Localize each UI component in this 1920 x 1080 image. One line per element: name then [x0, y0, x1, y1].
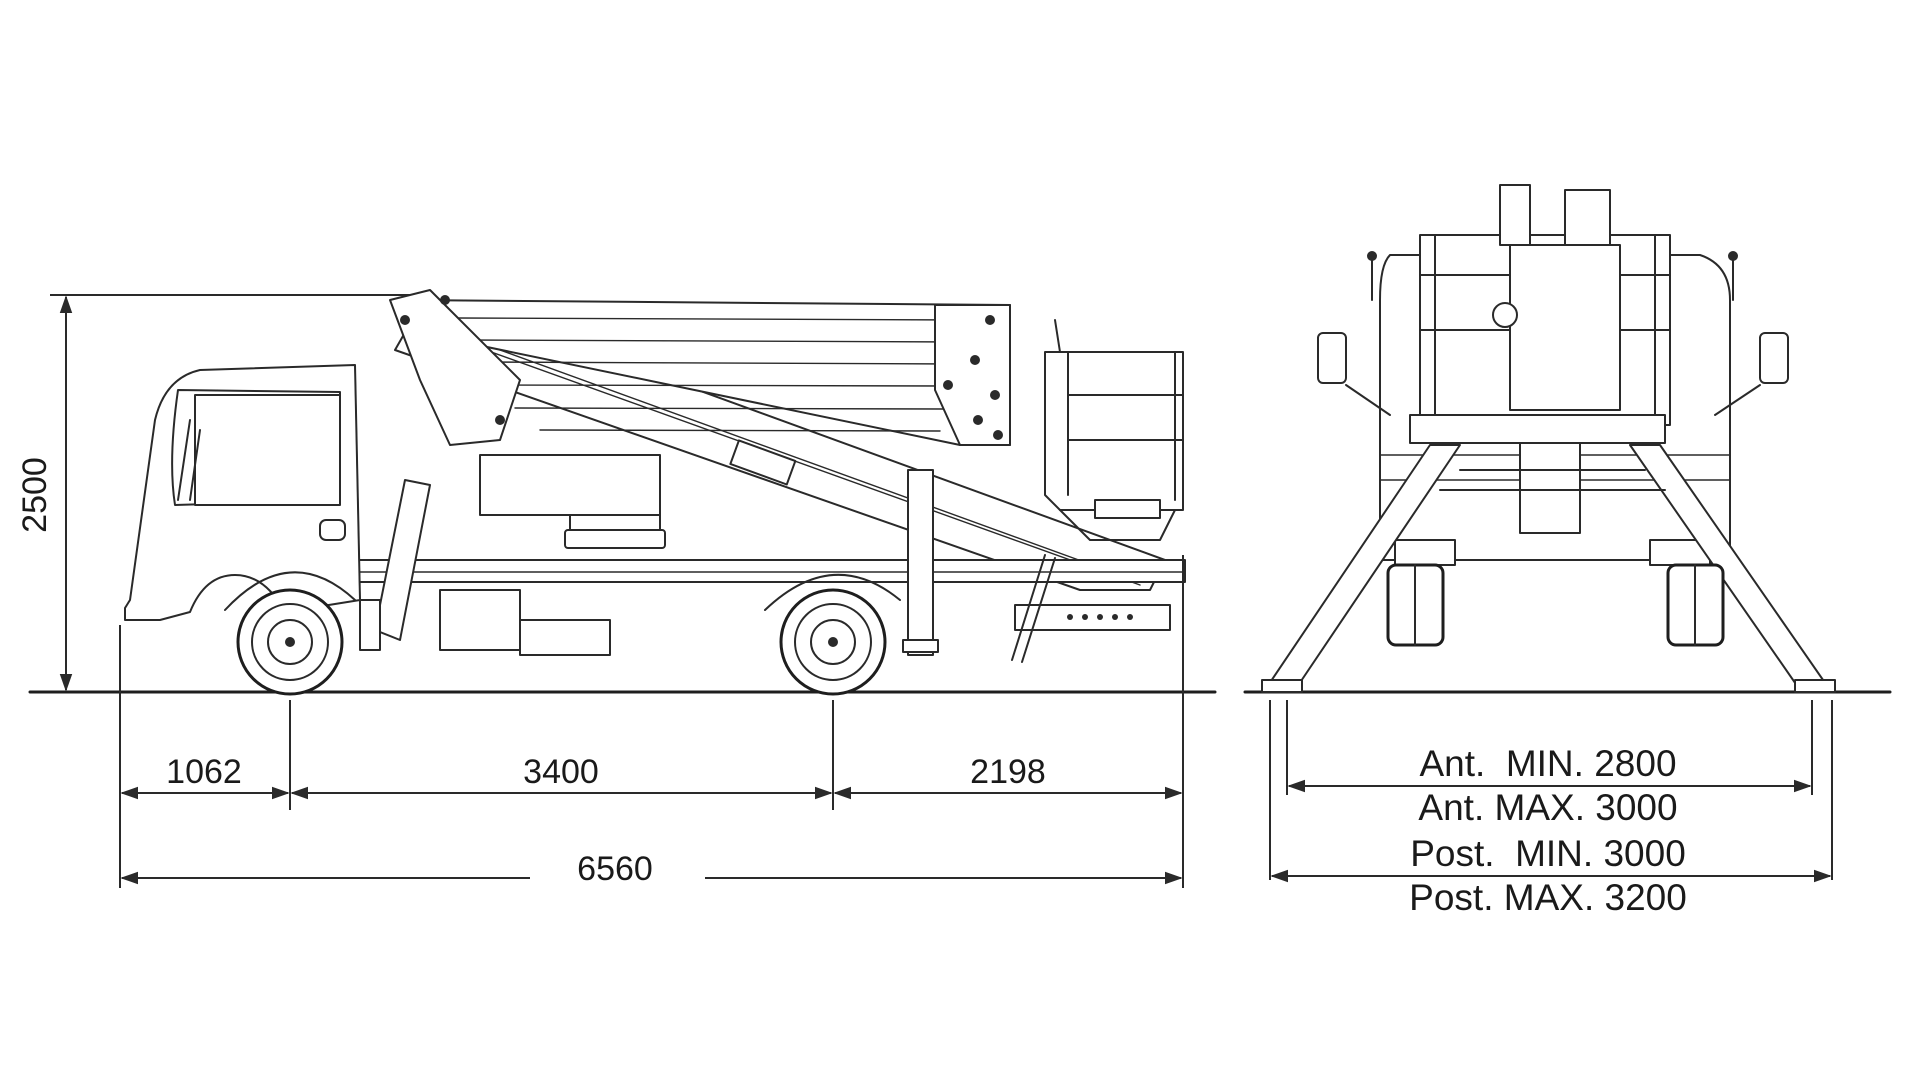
- turret-column: [1519, 442, 1581, 534]
- segment-dimensions: 1062 3400 2198: [120, 753, 1183, 800]
- turntable-plate: [1409, 414, 1666, 444]
- side-view: 2500 1062 3400 2198 6560: [16, 289, 1217, 888]
- front-overhang-label: 1062: [166, 753, 242, 791]
- height-dimension: 2500: [16, 294, 410, 692]
- basket: [1044, 319, 1184, 541]
- basket-rear: [1419, 184, 1671, 426]
- chassis: [354, 559, 1186, 656]
- wheelbase-label: 3400: [523, 753, 599, 791]
- rear-outrigger: [902, 469, 1056, 663]
- rear-view: Ant. MIN. 2800 Ant. MAX. 3000 Post. MIN.…: [1243, 184, 1892, 918]
- rear-wheel: [779, 588, 887, 696]
- front-wheel: [236, 588, 344, 696]
- upper-arm: [404, 299, 1011, 446]
- rear-max-label: Post. MAX. 3200: [1409, 877, 1687, 918]
- overall-length-label: 6560: [577, 850, 653, 888]
- turret: [389, 289, 666, 549]
- rear-outrigger-legs: [1261, 444, 1836, 693]
- rear-overhang-label: 2198: [970, 753, 1046, 791]
- front-outrigger: [359, 479, 431, 651]
- mirror-right: [1714, 332, 1789, 416]
- cab: [124, 364, 361, 621]
- height-label: 2500: [16, 457, 54, 533]
- front-min-label: Ant. MIN. 2800: [1419, 743, 1676, 784]
- rear-min-label: Post. MIN. 3000: [1410, 833, 1686, 874]
- rear-tyres: [1386, 563, 1725, 647]
- length-dimension: 6560: [120, 850, 1183, 888]
- mirror-left: [1317, 332, 1391, 416]
- front-max-label: Ant. MAX. 3000: [1418, 787, 1677, 828]
